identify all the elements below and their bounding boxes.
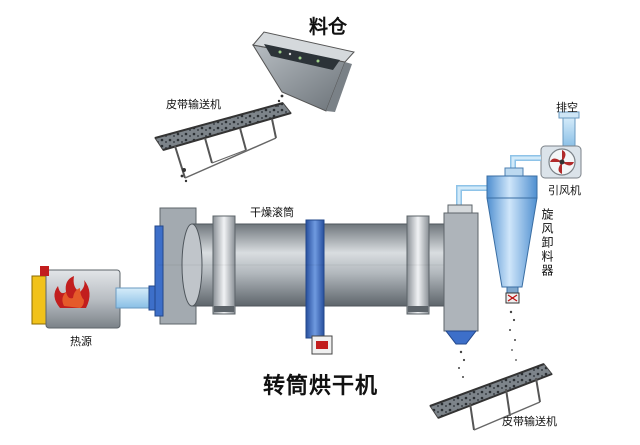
drum <box>154 207 468 355</box>
bottom-conveyor <box>429 363 553 431</box>
discharge-hood <box>443 204 479 378</box>
label-drum: 干燥滚筒 <box>250 206 294 219</box>
silo <box>251 31 355 112</box>
label-exhaust: 排空 <box>556 101 578 114</box>
label-heat-source: 热源 <box>70 335 92 348</box>
label-conveyor-top: 皮带输送机 <box>166 98 221 111</box>
label-cyclone: 旋风卸料器 <box>540 208 554 278</box>
diagram-title: 转筒烘干机 <box>263 374 379 399</box>
cyclone <box>486 167 538 361</box>
exhaust-pipe <box>558 111 580 148</box>
label-silo: 料仓 <box>309 16 348 38</box>
fan-icon <box>540 145 582 179</box>
label-fan: 引风机 <box>548 184 581 197</box>
heat-source <box>31 266 158 329</box>
top-conveyor <box>154 102 292 183</box>
flame-icon <box>54 276 90 308</box>
label-conveyor-bottom: 皮带输送机 <box>502 415 557 428</box>
